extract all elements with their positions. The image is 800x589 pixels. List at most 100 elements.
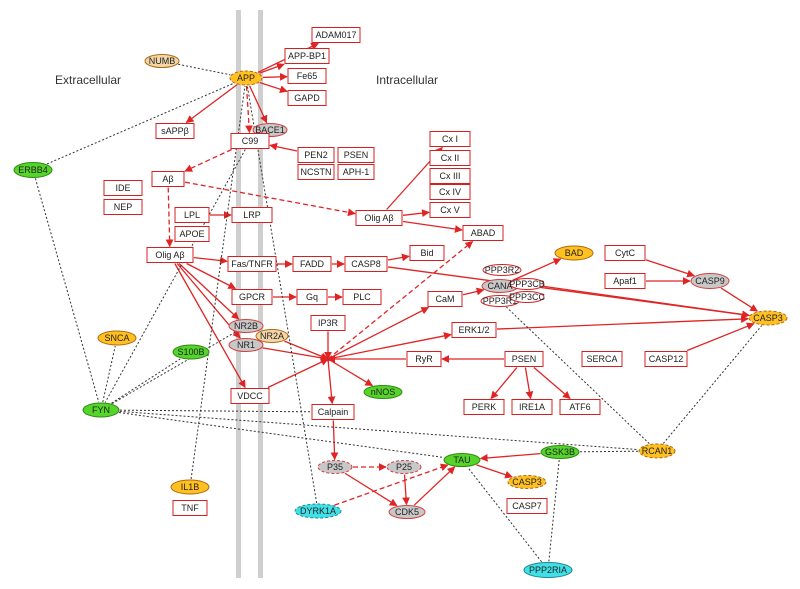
node-shape xyxy=(337,164,375,180)
edge-OligAb2-ABAD xyxy=(402,220,463,233)
node-label: IL1B xyxy=(181,482,200,492)
node-c99: C99 xyxy=(230,133,270,149)
node-plc: PLC xyxy=(342,289,382,305)
edge-FYN-SNCA xyxy=(102,345,116,403)
node-nnos: nNOS xyxy=(363,385,403,399)
node-label: PPP3R1 xyxy=(483,296,518,306)
edge-DYRK1A-APP xyxy=(246,85,318,504)
edge-OligAb-FasTNFR xyxy=(193,256,228,265)
node-shape xyxy=(227,256,277,272)
node-app: APP xyxy=(229,70,263,86)
node-label: GPCR xyxy=(239,292,266,302)
node-sappb: sAPPβ xyxy=(155,123,195,139)
node-shape xyxy=(540,445,580,459)
edge-NUMB-APP xyxy=(178,63,231,76)
node-shape xyxy=(507,475,547,489)
node-il1b: IL1B xyxy=(170,479,210,495)
edge-GSK3B-TAU xyxy=(479,452,541,462)
node-dyrk1a: DYRK1A xyxy=(294,503,342,519)
node-label: PSEN xyxy=(344,150,369,160)
node-shape xyxy=(451,322,497,338)
node-shape xyxy=(284,48,330,64)
edge-CASP8-Bid xyxy=(387,253,410,262)
node-shape xyxy=(748,310,788,326)
node-p25: P25 xyxy=(386,460,422,474)
node-label: CASP3 xyxy=(512,477,542,487)
node-ppp2ria: PPP2RIA xyxy=(523,562,573,578)
node-cdk5: CDK5 xyxy=(388,505,426,519)
node-lrp: LRP xyxy=(231,207,273,223)
node-shape xyxy=(429,150,471,166)
edge-GSK3B-RCAN1 xyxy=(579,450,639,453)
edge-OligAb-VDCC xyxy=(174,263,246,389)
node-shape xyxy=(342,289,382,305)
node-label: APP xyxy=(237,73,255,83)
node-shape xyxy=(82,402,120,418)
node-shape xyxy=(463,399,505,415)
edge-OligAb-GPCR xyxy=(186,262,237,290)
edge-OligAb2-CxV xyxy=(402,209,430,218)
node-shape xyxy=(344,256,388,272)
node-fastnfr: Fas/TNFR xyxy=(227,256,277,272)
edge-CytC-CASP9 xyxy=(645,259,695,278)
node-label: CaM xyxy=(435,294,454,304)
node-cxi: Cx I xyxy=(429,131,471,147)
edge-CASP12-CASP3a xyxy=(686,322,755,352)
node-label: PPP3R2 xyxy=(485,265,520,275)
node-aph1: APH-1 xyxy=(337,164,375,180)
node-label: IDE xyxy=(115,183,130,193)
node-shape xyxy=(172,500,208,516)
node-label: Gq xyxy=(306,292,318,302)
node-shape xyxy=(144,54,180,68)
node-shape xyxy=(294,503,342,519)
node-nep: NEP xyxy=(103,199,143,215)
node-label: Apaf1 xyxy=(613,276,637,286)
node-shape xyxy=(146,247,194,263)
node-gpcr: GPCR xyxy=(231,289,273,305)
node-nr2a: NR2A xyxy=(255,329,289,343)
node-ryr: RyR xyxy=(406,351,442,367)
node-shape xyxy=(504,351,544,367)
node-label: BACE1 xyxy=(255,125,285,135)
node-shape xyxy=(297,147,335,163)
node-label: PEN2 xyxy=(304,150,328,160)
edge-RCAN1-CASP3a xyxy=(662,325,763,444)
edge-PPP2RIA-GSK3B xyxy=(548,459,560,562)
node-label: LRP xyxy=(243,210,261,220)
node-oligab: Olig Aβ xyxy=(146,247,194,263)
node-cxiii: Cx III xyxy=(429,168,471,184)
node-cxiv: Cx IV xyxy=(429,184,471,200)
node-p35: P35 xyxy=(317,460,353,474)
node-calpain: Calpain xyxy=(311,404,355,420)
node-appbp1: APP-BP1 xyxy=(284,48,330,64)
edge-Ca-ERK12 xyxy=(327,332,452,360)
node-shape xyxy=(97,330,137,346)
node-shape xyxy=(443,453,481,467)
edge-OligAb-NR2B xyxy=(178,263,240,320)
node-shape xyxy=(388,505,426,519)
node-label: SERCA xyxy=(586,354,617,364)
edge-CDK5-TAU xyxy=(413,466,456,506)
node-label: NEP xyxy=(114,202,133,212)
node-label: CASP3 xyxy=(753,313,783,323)
node-shape xyxy=(427,291,463,307)
node-ire1a: IRE1A xyxy=(511,399,553,415)
region-extracellular-label: Extracellular xyxy=(55,73,121,87)
node-label: PPP3CB xyxy=(509,279,545,289)
node-label: IP3R xyxy=(318,318,339,328)
node-label: GSK3B xyxy=(545,447,575,457)
node-label: FADD xyxy=(300,259,325,269)
edge-APP-BACE1 xyxy=(249,85,268,124)
node-casp7: CASP7 xyxy=(506,498,548,514)
edge-CaM-CANA xyxy=(462,287,485,296)
node-label: sAPPβ xyxy=(161,126,189,136)
edge-APP-C99 xyxy=(245,85,253,134)
node-label: CASP12 xyxy=(649,354,684,364)
edge-APP-APPBP1 xyxy=(259,63,285,74)
node-ppp3r2: PPP3R2 xyxy=(482,264,522,276)
edge-Ca-nNOS xyxy=(327,358,374,387)
node-bad: BAD xyxy=(554,245,594,261)
node-ip3r: IP3R xyxy=(310,315,346,331)
node-label: CDK5 xyxy=(395,507,419,517)
node-cxii: Cx II xyxy=(429,150,471,166)
